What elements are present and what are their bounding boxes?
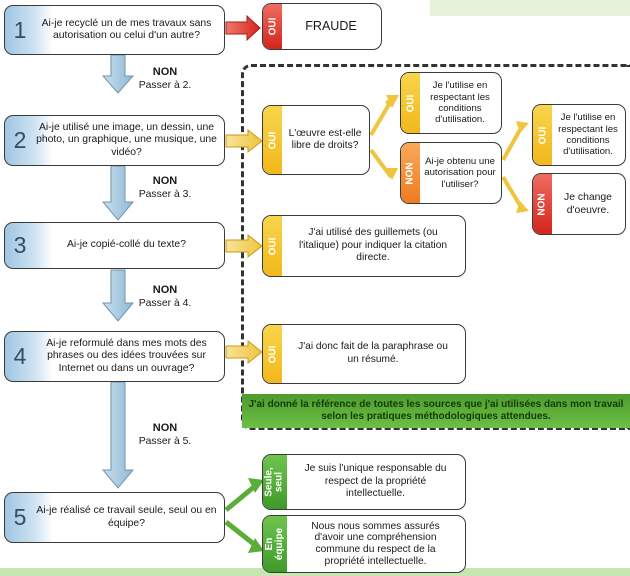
question-text: Ai-je recyclé un de mes travaux sans aut… [41,17,212,41]
oui-tag: OUI [401,73,420,133]
fork-autor-down [501,175,523,209]
non-label-2: NON Passer à 3. [135,175,195,201]
answer-q2-oui: OUI L'œuvre est-elle libre de droits? [262,105,370,175]
arrow-q2-oui [225,128,263,154]
answer-text: Je change d'oeuvre. [564,192,612,216]
reference-note: J'ai donné la référence de toutes les so… [242,394,630,428]
non-title: NON [152,422,178,434]
top-green-tint [430,0,630,16]
seul-tag: Seule, seul [263,455,287,509]
answer-seul: Seule, seul Je suis l'unique responsable… [262,454,466,510]
fork-q5-down-head [248,538,264,553]
oui-tag: OUI [263,216,282,276]
answer-text: Je l'utilise en respectant les condition… [558,112,618,158]
fork-libre-up-head [386,95,399,108]
oui-tag: OUI [263,325,282,383]
answer-text: J'ai donc fait de la paraphrase ou un ré… [298,341,448,365]
answer-libre-non: NON Ai-je obtenu une autorisation pour l… [400,142,502,204]
fork-libre-down-head [385,168,398,180]
down-arrow-2 [101,165,135,221]
non-tag: NON [533,174,552,234]
oui-tag: OUI [263,106,282,174]
question-number: 5 [13,504,27,530]
arrow-to-fraude [225,14,261,42]
answer-fraude: OUI FRAUDE [262,3,382,50]
answer-text: J'ai utilisé des guillemets (ou l'italiq… [298,227,448,264]
answer-text: L'œuvre est-elle libre de droits? [288,127,362,151]
reference-note-text: J'ai donné la référence de toutes les so… [248,399,624,422]
answer-autor-oui: OUI Je l'utilise en respectant les condi… [532,104,626,166]
non-label-3: NON Passer à 4. [135,284,195,310]
question-text: Ai-je réalisé ce travail seule, seul ou … [36,505,217,529]
fork-q5-up-head [248,478,264,493]
non-title: NON [152,284,178,296]
equipe-tag: En équipe [263,516,287,572]
non-text: Passer à 3. [138,189,192,200]
non-text: Passer à 5. [138,436,192,447]
fork-q5-down [224,520,257,547]
oui-tag: OUI [263,4,282,49]
answer-autor-non: NON Je change d'oeuvre. [532,173,626,235]
question-1: 1 Ai-je recyclé un de mes travaux sans a… [4,5,225,55]
non-tag: NON [401,143,420,203]
non-label-1: NON Passer à 2. [135,66,195,92]
question-number: 3 [13,232,27,258]
non-text: Passer à 4. [138,298,192,309]
answer-libre-oui: OUI Je l'utilise en respectant les condi… [400,72,502,134]
answer-q3-oui: OUI J'ai utilisé des guillemets (ou l'it… [262,215,466,277]
fork-autor-up [501,127,523,161]
question-text: Ai-je copié-collé du texte? [67,239,186,251]
question-3: 3 Ai-je copié-collé du texte? [4,222,225,269]
question-text: Ai-je reformulé dans mes mots des phrase… [46,337,207,374]
question-5: 5 Ai-je réalisé ce travail seule, seul o… [4,492,225,543]
answer-text: Nous nous sommes assurés d'avoir une com… [311,520,440,567]
answer-q4-oui: OUI J'ai donc fait de la paraphrase ou u… [262,324,466,384]
fork-autor-up-head [516,121,529,133]
fork-libre-up [369,99,394,137]
question-4: 4 Ai-je reformulé dans mes mots des phra… [4,331,225,382]
answer-equipe: En équipe Nous nous sommes assurés d'avo… [262,515,466,573]
answer-text: Je suis l'unique responsable du respect … [304,463,447,500]
fork-q5-up [224,484,257,512]
answer-text: FRAUDE [305,18,357,33]
non-text: Passer à 2. [138,80,192,91]
question-number: 1 [13,16,27,43]
non-title: NON [152,175,178,187]
question-number: 2 [13,127,27,153]
fork-autor-down-head [516,201,529,213]
question-number: 4 [13,343,27,369]
question-2: 2 Ai-je utilisé une image, un dessin, un… [4,115,225,166]
answer-text: Ai-je obtenu une autorisation pour l'uti… [424,155,496,190]
question-text: Ai-je utilisé une image, un dessin, une … [36,121,217,158]
arrow-q3-oui [225,233,263,259]
down-arrow-1 [101,54,135,94]
non-title: NON [152,66,178,78]
arrow-q4-oui [225,339,263,365]
non-label-4: NON Passer à 5. [135,422,195,448]
down-arrow-4 [101,381,135,489]
answer-text: Je l'utilise en respectant les condition… [430,80,490,126]
oui-tag: OUI [533,105,552,165]
down-arrow-3 [101,269,135,322]
